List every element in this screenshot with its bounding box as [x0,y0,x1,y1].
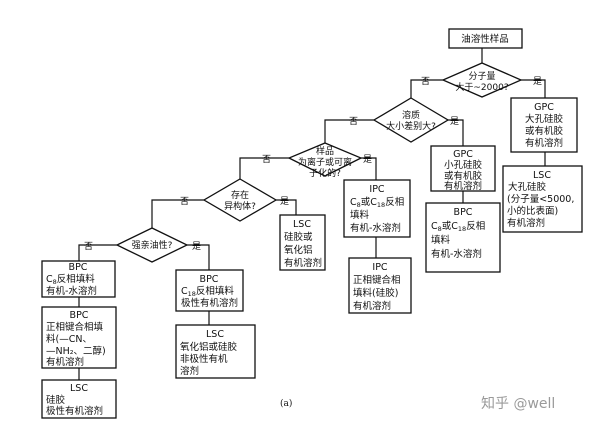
decision-label: 大小差别大? [386,120,436,132]
start-label: 油溶性样品 [461,33,509,45]
svg-text:硅胶或: 硅胶或 [284,231,313,243]
box-bpc-c8-c18-aqueous: BPC C8或C18反相 填料 有机-水溶剂 [425,202,501,273]
branch-labels: 是 否 是 否 是 否 是 否 是 否 [84,76,542,252]
decision-label: 存在 [231,189,249,201]
svg-text:有机溶剂: 有机溶剂 [444,180,482,192]
svg-text:C8反相填料: C8反相填料 [46,273,95,286]
svg-text:或有机胶: 或有机胶 [444,170,483,182]
start-box: 油溶性样品 [448,28,523,49]
watermark: 知乎 @well [481,395,555,412]
svg-text:极性有机溶剂: 极性有机溶剂 [181,297,238,309]
svg-text:有机溶剂: 有机溶剂 [284,257,322,269]
box-lsc-large-pore: LSC 大孔硅胶 (分子量<5000, 小的比表面) 有机溶剂 [502,165,583,233]
svg-text:BPC: BPC [69,262,88,273]
svg-text:硅胶: 硅胶 [46,394,66,406]
branch-label-no: 否 [349,116,358,127]
decision-label: 样品 [316,145,334,157]
svg-text:小的比表面): 小的比表面) [507,205,558,217]
branch-label-yes: 是 [363,154,372,165]
decision-solute-size: 溶质 大小差别大? [372,97,450,143]
svg-text:有机-水溶剂: 有机-水溶剂 [350,222,401,234]
svg-text:填料(硅胶): 填料(硅胶) [353,287,398,299]
box-gpc-large-pore: GPC 大孔硅胶 或有机胶 有机溶剂 [510,97,578,153]
box-gpc-small-pore: GPC 小孔硅胶 或有机胶 有机溶剂 [430,145,496,192]
svg-text:LSC: LSC [533,170,551,181]
svg-text:IPC: IPC [372,262,388,273]
svg-text:或有机胶: 或有机胶 [525,125,564,137]
svg-text:BPC: BPC [200,274,219,285]
svg-text:C18反相填料: C18反相填料 [181,285,234,298]
svg-text:有机溶剂: 有机溶剂 [46,356,84,368]
decision-label: 大于~2000? [455,81,508,93]
decision-label: 溶质 [402,109,420,121]
svg-text:LSC: LSC [206,329,224,340]
decision-molecular-weight: 分子量 大于~2000? [441,62,523,98]
svg-text:氧化铝: 氧化铝 [284,244,313,256]
figure-caption: (a) [280,398,292,409]
svg-text:有机溶剂: 有机溶剂 [525,137,563,149]
svg-text:料(—CN、: 料(—CN、 [46,333,92,345]
svg-text:非极性有机: 非极性有机 [180,353,228,365]
svg-text:LSC: LSC [70,383,88,394]
svg-text:有机-水溶剂: 有机-水溶剂 [431,248,482,260]
box-lsc-silica-polar: LSC 硅胶 极性有机溶剂 [41,379,117,419]
connector-lines [78,48,546,380]
decision-label: 分子量 [468,71,495,82]
branch-label-no: 否 [262,154,271,165]
svg-text:(分子量<5000,: (分子量<5000, [507,194,574,205]
branch-label-no: 否 [421,76,430,87]
svg-text:LSC: LSC [293,219,311,230]
decision-isomer: 存在 异构体? [202,178,278,222]
svg-text:大孔硅胶: 大孔硅胶 [508,181,547,193]
decision-lipophilic: 强亲油性? [115,227,189,263]
branch-label-yes: 是 [280,196,289,207]
branch-label-yes: 是 [192,241,201,252]
decision-ionic: 样品 为离子或可离 子化的? [287,142,363,179]
branch-label-no: 否 [180,196,189,207]
svg-text:正相键合相填: 正相键合相填 [46,321,104,333]
decision-label: 异构体? [224,200,256,212]
branch-label-no: 否 [84,241,93,252]
svg-text:—NH₂、二醇): —NH₂、二醇) [46,345,106,357]
svg-text:C8或C18反相: C8或C18反相 [350,196,404,209]
svg-text:BPC: BPC [454,207,473,218]
box-bpc-normal-phase: BPC 正相键合相填 料(—CN、 —NH₂、二醇) 有机溶剂 [41,306,117,369]
box-ipc-reverse-phase: IPC C8或C18反相 填料 有机-水溶剂 [343,179,411,238]
svg-text:有机-水溶剂: 有机-水溶剂 [46,285,97,297]
branch-label-yes: 是 [533,76,542,87]
svg-text:正相键合相: 正相键合相 [353,274,401,286]
svg-text:极性有机溶剂: 极性有机溶剂 [46,405,103,417]
decision-label: 子化的? [309,167,341,179]
svg-text:氧化铝或硅胶: 氧化铝或硅胶 [180,341,238,353]
decision-label: 强亲油性? [132,239,173,251]
box-lsc-nonpolar: LSC 氧化铝或硅胶 非极性有机 溶剂 [175,324,256,379]
decision-label: 为离子或可离 [298,156,352,168]
box-lsc-silica-alumina: LSC 硅胶或 氧化铝 有机溶剂 [279,214,326,271]
box-ipc-normal-phase: IPC 正相键合相 填料(硅胶) 有机溶剂 [348,257,412,314]
svg-text:IPC: IPC [369,184,385,195]
branch-label-yes: 是 [450,116,459,127]
svg-text:有机溶剂: 有机溶剂 [507,217,545,229]
svg-text:大孔硅胶: 大孔硅胶 [525,113,564,125]
svg-text:GPC: GPC [453,149,473,160]
svg-text:填料: 填料 [431,234,451,246]
svg-text:BPC: BPC [70,310,89,321]
svg-text:有机溶剂: 有机溶剂 [353,300,391,312]
box-bpc-c18-polar: BPC C18反相填料 极性有机溶剂 [175,269,244,312]
svg-text:C8或C18反相: C8或C18反相 [431,220,485,233]
svg-text:小孔硅胶: 小孔硅胶 [444,159,483,171]
box-bpc-c8-aqueous: BPC C8反相填料 有机-水溶剂 [41,260,116,298]
svg-text:溶剂: 溶剂 [180,365,199,377]
svg-text:GPC: GPC [534,102,554,113]
svg-text:填料: 填料 [350,209,370,221]
